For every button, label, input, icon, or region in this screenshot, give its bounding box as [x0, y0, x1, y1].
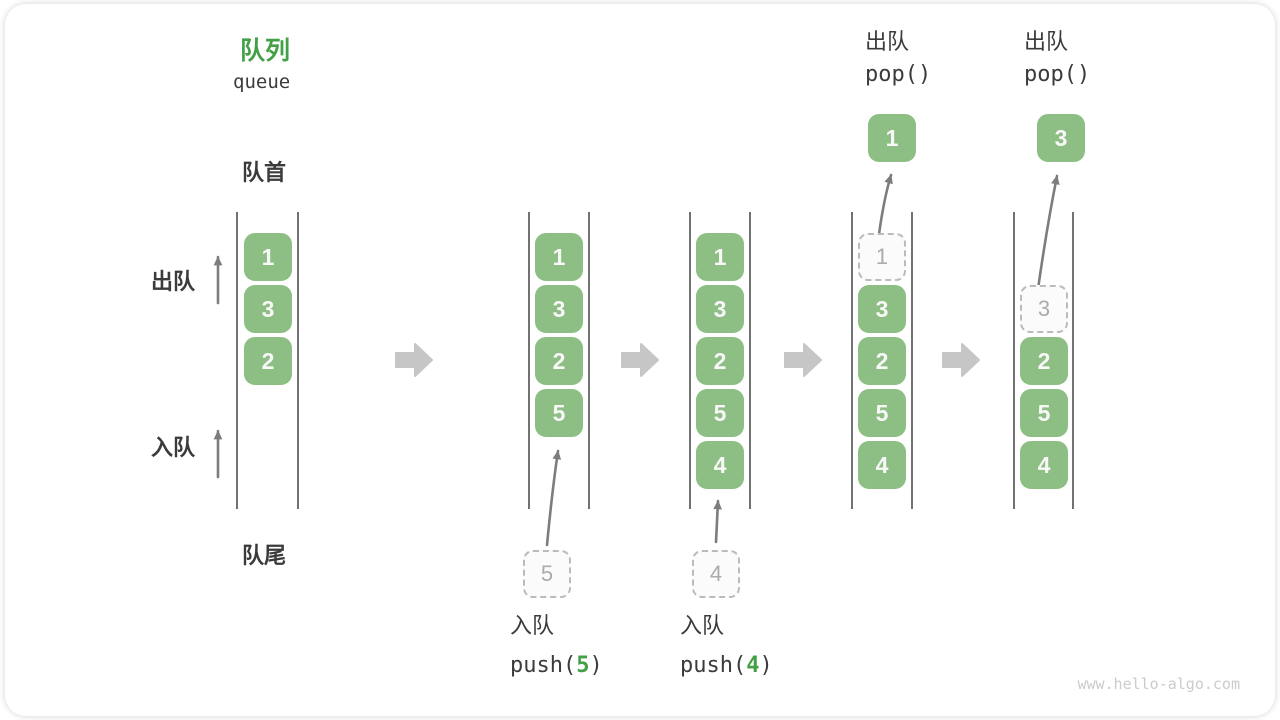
- push-5-arrow: [545, 449, 562, 547]
- push-4-arrow: [713, 499, 722, 544]
- queue-box-1: 1: [244, 233, 292, 281]
- op-code: pop(): [1024, 62, 1091, 87]
- op-code: push(4): [680, 654, 773, 678]
- queue-box-5: 5: [535, 389, 583, 437]
- op-code-pre: push(: [680, 653, 747, 678]
- queue-box-2: 2: [858, 337, 906, 385]
- op-label-state-pop-1: 出队 pop(): [865, 30, 931, 87]
- dequeue-side-label: 出队: [151, 269, 196, 294]
- queue-box-3: 3: [696, 285, 744, 333]
- queue-slot-ghost-1: 1: [858, 233, 906, 281]
- queue-box-1: 1: [535, 233, 583, 281]
- figure-title-en: queue: [233, 71, 291, 93]
- queue-box-5: 5: [1020, 389, 1068, 437]
- queue-slot-ghost-3: 3: [1020, 285, 1068, 333]
- state-transition-arrow-3: [784, 343, 822, 377]
- queue-box-5: 5: [696, 389, 744, 437]
- state-transition-arrow-1: [395, 343, 433, 377]
- watermark: www.hello-algo.com: [1077, 675, 1240, 693]
- queue-box-2: 2: [696, 337, 744, 385]
- op-label-state-push-4: 入队 push(4): [680, 614, 773, 678]
- op-code-arg: 4: [746, 653, 760, 678]
- popped-box-3: 3: [1037, 114, 1085, 162]
- op-label-zh: 入队: [510, 613, 555, 638]
- queue-box-3: 3: [535, 285, 583, 333]
- op-code: pop(): [865, 62, 932, 87]
- queue-box-3: 3: [244, 285, 292, 333]
- queue-box-2: 2: [535, 337, 583, 385]
- queue-box-3: 3: [858, 285, 906, 333]
- queue-box-4: 4: [858, 441, 906, 489]
- op-label-state-push-5: 入队 push(5): [510, 614, 603, 678]
- figure-title-zh: 队列: [240, 37, 291, 65]
- staged-box-5: 5: [523, 550, 571, 598]
- op-label-zh: 出队: [865, 29, 910, 54]
- pop-3-arrow: [1036, 174, 1060, 291]
- queue-box-2: 2: [1020, 337, 1068, 385]
- op-code-post: ): [589, 653, 603, 678]
- state-transition-arrow-4: [942, 343, 980, 377]
- op-label-zh: 出队: [1024, 29, 1069, 54]
- queue-front-label: 队首: [242, 160, 287, 185]
- queue-box-4: 4: [696, 441, 744, 489]
- op-label-zh: 入队: [680, 613, 725, 638]
- op-code: push(5): [510, 654, 603, 678]
- queue-box-2: 2: [244, 337, 292, 385]
- queue-box-4: 4: [1020, 441, 1068, 489]
- state-transition-arrow-2: [621, 343, 659, 377]
- queue-box-1: 1: [696, 233, 744, 281]
- pop-1-arrow: [876, 173, 893, 244]
- op-code-arg: 5: [576, 653, 590, 678]
- enqueue-side-label: 入队: [151, 435, 196, 460]
- op-code-pre: push(: [510, 653, 577, 678]
- op-label-state-pop-3: 出队 pop(): [1024, 30, 1090, 87]
- queue-rear-label: 队尾: [242, 543, 287, 568]
- op-code-post: ): [759, 653, 773, 678]
- popped-box-1: 1: [868, 114, 916, 162]
- queue-box-5: 5: [858, 389, 906, 437]
- staged-box-4: 4: [692, 550, 740, 598]
